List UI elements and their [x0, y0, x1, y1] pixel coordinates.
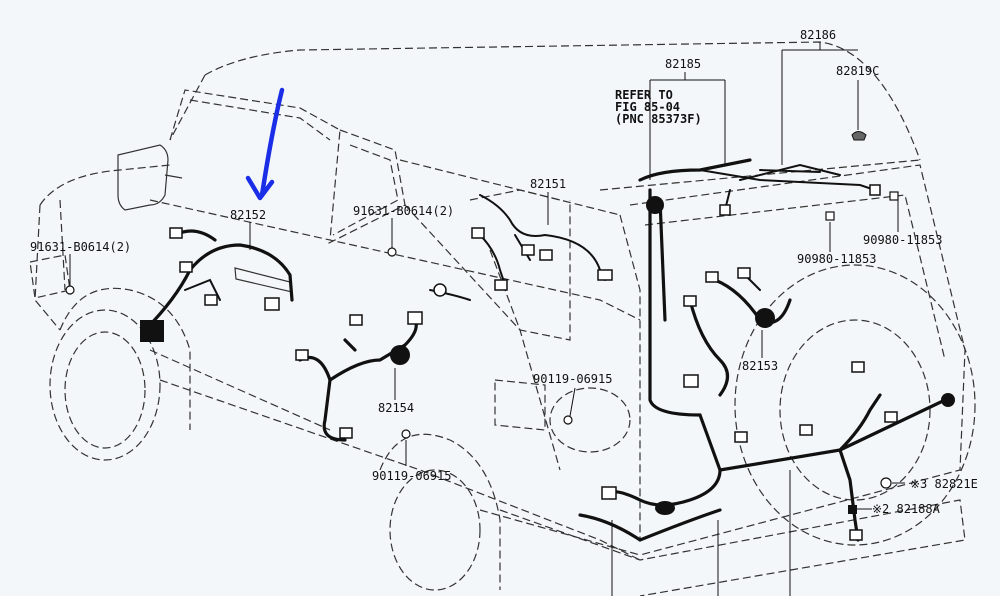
harness-82153 [683, 267, 792, 397]
connector [349, 314, 363, 326]
connector [407, 311, 423, 325]
clip-icon [825, 211, 835, 221]
connector [799, 424, 813, 436]
label-82152: 82152 [230, 208, 266, 222]
label-refer-line3: (PNC 85373F) [615, 112, 702, 126]
bolt-icon [387, 247, 397, 257]
connector [734, 431, 748, 443]
connector [683, 295, 697, 307]
connector [264, 297, 280, 311]
clamp-icon [851, 131, 867, 141]
connector [851, 361, 865, 373]
annotation-arrow-icon [245, 87, 285, 201]
clip-icon [880, 477, 892, 489]
connector [539, 249, 553, 261]
fasteners [65, 131, 899, 514]
label-91631-left: 91631-B0614(2) [30, 240, 131, 254]
label-82186: 82186 [800, 28, 836, 42]
label-82819C: 82819C [836, 64, 879, 78]
harness-82152 [140, 227, 294, 342]
connector [683, 374, 699, 388]
leader-lines [69, 42, 905, 596]
label-90119-upper: 90119-06915 [533, 372, 612, 386]
connector [204, 294, 218, 306]
harness-82151 [429, 194, 613, 301]
connector [179, 261, 193, 273]
connector [494, 279, 508, 291]
label-82185: 82185 [665, 57, 701, 71]
clip-icon [889, 191, 899, 201]
clip-icon [848, 505, 857, 514]
harness-rear-lower [578, 361, 955, 542]
label-82154: 82154 [378, 401, 414, 415]
connector [737, 267, 751, 279]
label-refer-line2: FIG 85-04 [615, 100, 680, 114]
connector [601, 486, 617, 500]
grommet [390, 345, 410, 365]
grommet [655, 501, 675, 515]
bolt-icon [563, 415, 573, 425]
vehicle-body-outline [29, 41, 976, 596]
connector [869, 184, 881, 196]
label-82153: 82153 [742, 359, 778, 373]
grommet [755, 308, 775, 328]
connector [169, 227, 183, 239]
connector [884, 411, 898, 423]
label-82188A: ※2 82188A [872, 502, 941, 516]
grommet [941, 393, 955, 407]
harness-82186 [739, 163, 841, 181]
connector [295, 349, 309, 361]
connector [339, 427, 353, 439]
harness-82185 [638, 158, 881, 417]
grommet [140, 320, 164, 342]
part-labels: 82152 91631-B0614(2) 91631-B0614(2) 8215… [30, 28, 978, 516]
label-82151: 82151 [530, 177, 566, 191]
bolt-icon [401, 429, 411, 439]
label-90980-mid: 90980-11853 [797, 252, 876, 266]
connector [849, 529, 863, 541]
connector [705, 271, 719, 283]
connector [719, 204, 731, 216]
label-refer-line1: REFER TO [615, 88, 673, 102]
label-91631-mid: 91631-B0614(2) [353, 204, 454, 218]
harness-82154 [295, 311, 423, 442]
grommet [646, 196, 664, 214]
label-90119-lower: 90119-06915 [372, 469, 451, 483]
connector [471, 227, 485, 239]
connector [521, 244, 535, 256]
bolt-icon [65, 285, 75, 295]
label-90980-right: 90980-11853 [863, 233, 942, 247]
connector [433, 283, 447, 297]
connector [597, 269, 613, 281]
label-82821E: ※3 82821E [910, 477, 978, 491]
